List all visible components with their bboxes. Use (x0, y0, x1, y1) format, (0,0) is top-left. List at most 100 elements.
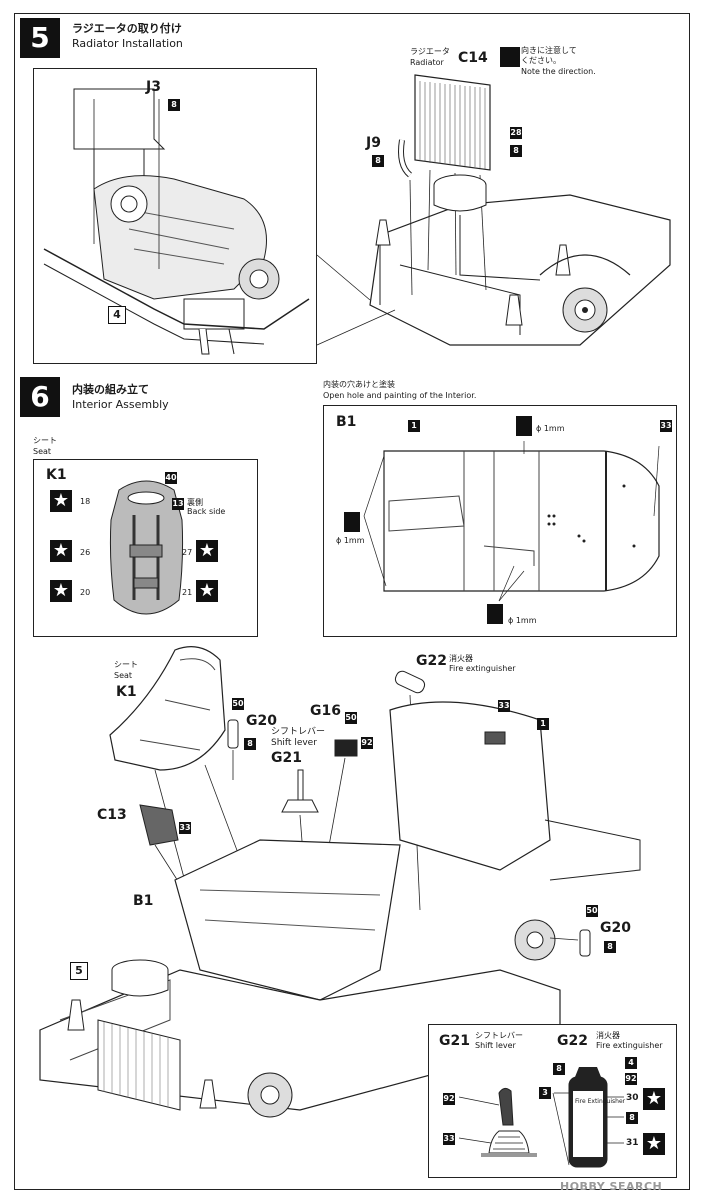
seat-jp-label: シート (33, 436, 57, 445)
detail-color-4: 4 (625, 1057, 637, 1069)
color-code-33-hole: 33 (660, 420, 672, 432)
color-code-8-j9: 8 (372, 155, 384, 167)
interior-tub-plan (363, 441, 660, 602)
interior-hole-panel: B1 ϕ 1mm ϕ 1mm ϕ 1mm 1 33 (323, 405, 677, 637)
color-code-8-g20: 8 (244, 738, 256, 750)
detail-num-31: 31 (626, 1138, 639, 1148)
part-c14-label: C14 (458, 50, 488, 66)
detail-color-8b: 8 (626, 1112, 638, 1124)
note-jp-2: ください。 (521, 56, 561, 65)
step-number-6: 6 (20, 377, 60, 417)
part-b1-main: B1 (133, 893, 154, 909)
drill-icon-bottom (487, 604, 503, 624)
color-code-1-main: 1 (537, 718, 549, 730)
star-mark-27: ★ (196, 540, 218, 562)
part-k1-main: K1 (116, 684, 137, 700)
color-code-8: 8 (168, 99, 180, 111)
detail-g21-en: Shift lever (475, 1041, 516, 1050)
fire-en-main: Fire extinguisher (449, 664, 516, 673)
shift-jp-main: シフトレバー (271, 727, 326, 737)
detail-drawing (458, 1067, 624, 1168)
radiator-en: Radiator (410, 58, 444, 67)
part-j3-label: J3 (146, 79, 161, 95)
step-title-en: Radiator Installation (72, 37, 183, 50)
color-code-28: 28 (510, 127, 522, 139)
drill-icon-top (516, 416, 532, 436)
note-direction-icon (500, 47, 520, 67)
color-code-8-c14: 8 (510, 145, 522, 157)
radiator-right-drawing (369, 74, 671, 346)
seat-en-main: Seat (114, 671, 133, 680)
step-ref-5: 5 (70, 962, 88, 980)
step6-title-jp: 内装の組み立て (72, 383, 149, 396)
part-k1-label: K1 (46, 467, 67, 483)
seat-painting-panel: K1 40 13 裏側 Back side ★ 18 ★ 26 ★ 27 ★ 2… (33, 459, 258, 637)
seat-num-26: 26 (80, 548, 91, 557)
color-code-92-g16: 92 (361, 737, 373, 749)
detail-color-92b: 92 (625, 1073, 637, 1085)
seat-en-label: Seat (33, 447, 52, 456)
step-ref-4: 4 (108, 306, 126, 324)
hole-size-bottom: ϕ 1mm (508, 616, 537, 625)
detail-g22-jp: 消火器 (596, 1031, 620, 1040)
detail-color-3: 3 (539, 1087, 551, 1099)
star-mark-30: ★ (643, 1088, 665, 1110)
part-g20-label: G20 (246, 713, 277, 729)
shift-en-main: Shift lever (271, 738, 317, 748)
detail-g22-label: G22 (557, 1033, 588, 1049)
detail-g21-jp: シフトレバー (475, 1031, 523, 1040)
hole-title-en: Open hole and painting of the Interior. (323, 391, 477, 400)
part-g21-label: G21 (271, 750, 302, 766)
seat-front-drawing (109, 480, 184, 615)
hole-title-jp: 内装の穴あけと塗装 (323, 380, 395, 389)
back-side-en: Back side (187, 507, 226, 516)
part-c13-label: C13 (97, 807, 127, 823)
back-side-jp: 裏側 (187, 498, 203, 507)
callout-connector (316, 254, 396, 346)
watermark: HOBBY SEARCH (560, 1180, 663, 1193)
star-mark-20: ★ (50, 580, 72, 602)
part-g16-label: G16 (310, 703, 341, 719)
step6-title-en: Interior Assembly (72, 398, 169, 411)
radiator-jp: ラジエータ (410, 47, 450, 56)
extinguisher-label-text: Fire Extinguisher (575, 1098, 626, 1105)
seat-jp-main: シート (114, 660, 138, 669)
detail-color-8: 8 (553, 1063, 565, 1075)
hole-size-left: ϕ 1mm (336, 536, 365, 545)
detail-g22-en: Fire extinguisher (596, 1041, 663, 1050)
step-number-5: 5 (20, 18, 60, 58)
color-code-50-g20-right: 50 (586, 905, 598, 917)
detail-g21-label: G21 (439, 1033, 470, 1049)
color-code-50-g16: 50 (345, 712, 357, 724)
seat-num-21: 21 (182, 588, 193, 597)
color-code-33-c13: 33 (179, 822, 191, 834)
note-en: Note the direction. (521, 67, 596, 76)
radiator-left-panel: J3 8 4 (33, 68, 317, 364)
color-code-8-g20-right: 8 (604, 941, 616, 953)
color-code-1-hole: 1 (408, 420, 420, 432)
seat-num-18: 18 (80, 497, 91, 506)
step-title-jp: ラジエータの取り付け (72, 22, 182, 35)
detail-color-92: 92 (443, 1093, 455, 1105)
detail-num-30: 30 (626, 1093, 639, 1103)
page-frame (14, 13, 690, 1190)
seat-num-27: 27 (182, 548, 193, 557)
star-mark-31: ★ (643, 1133, 665, 1155)
detail-color-33: 33 (443, 1133, 455, 1145)
part-j9-label: J9 (366, 135, 381, 151)
star-mark-21: ★ (196, 580, 218, 602)
seat-num-20: 20 (80, 588, 91, 597)
drill-icon-left (344, 512, 360, 532)
part-g22-label: G22 (416, 653, 447, 669)
star-mark-18: ★ (50, 490, 72, 512)
color-code-13: 13 (172, 498, 184, 510)
chassis-engine-drawing (43, 88, 310, 355)
part-g20-right-label: G20 (600, 920, 631, 936)
star-mark-26: ★ (50, 540, 72, 562)
fire-jp-main: 消火器 (449, 654, 473, 663)
color-code-33-main: 33 (498, 700, 510, 712)
detail-panel: G21 シフトレバー Shift lever G22 消火器 Fire exti… (428, 1024, 677, 1178)
color-code-40: 40 (165, 472, 177, 484)
color-code-50-g20: 50 (232, 698, 244, 710)
part-b1-label: B1 (336, 414, 357, 430)
